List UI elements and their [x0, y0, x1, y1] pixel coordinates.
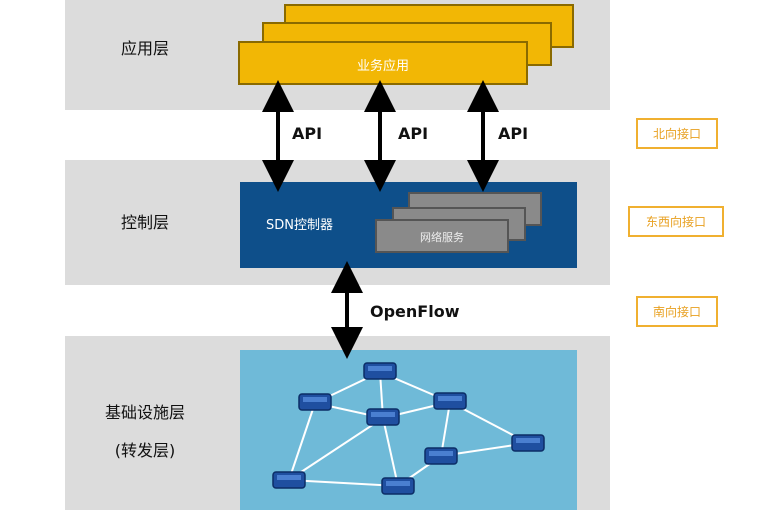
- switch-node: [511, 434, 545, 452]
- application-layer-label: 应用层: [120, 39, 169, 58]
- network-service-box-front: 网络服务: [375, 219, 509, 253]
- business-app-box-front: 业务应用: [238, 41, 528, 85]
- northbound-interface-tag: 北向接口: [636, 118, 718, 149]
- control-layer-label: 控制层: [120, 213, 169, 232]
- network-service-label: 网络服务: [420, 231, 464, 244]
- switch-node: [298, 393, 332, 411]
- switch-node: [424, 447, 458, 465]
- api-label-right: API: [498, 124, 529, 143]
- switch-node: [381, 477, 415, 495]
- switch-node: [363, 362, 397, 380]
- southbound-interface-tag: 南向接口: [636, 296, 718, 327]
- switch-node: [433, 392, 467, 410]
- sdn-controller-label: SDN控制器: [266, 218, 333, 233]
- network-links: [288, 371, 529, 487]
- business-app-label: 业务应用: [356, 59, 409, 74]
- forwarding-layer-label: (转发层): [114, 441, 176, 460]
- switch-node: [272, 471, 306, 489]
- switch-node: [366, 408, 400, 426]
- api-label-left: API: [292, 124, 323, 143]
- eastwest-interface-tag: 东西向接口: [628, 206, 724, 237]
- api-label-middle: API: [398, 124, 429, 143]
- openflow-label: OpenFlow: [370, 302, 460, 321]
- infrastructure-layer-label: 基础设施层: [104, 403, 185, 422]
